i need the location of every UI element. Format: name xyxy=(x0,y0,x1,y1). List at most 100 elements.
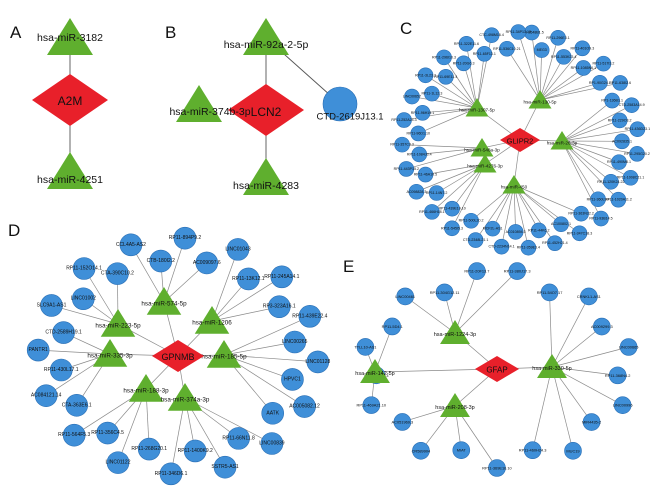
lncrna-label: RP11-120K24.22 xyxy=(597,180,624,184)
lncrna-label: RP11-295G20.2 xyxy=(624,152,650,156)
panel-letter: B xyxy=(165,23,176,42)
mirna-node xyxy=(473,154,497,173)
lncrna-label: RP11-564F5.3 xyxy=(58,432,90,438)
lncrna-label: RP11-5D4.1 xyxy=(382,324,403,329)
lncrna-node xyxy=(410,125,427,142)
network-edge xyxy=(501,184,515,247)
lncrna-label: LINC00657 xyxy=(403,95,421,99)
lncrna-node xyxy=(571,225,588,242)
lncrna-label: LINC01043 xyxy=(225,246,251,252)
lncrna-label: CTD-2583A14.9 xyxy=(619,103,645,107)
network-edge xyxy=(454,270,518,334)
lncrna-label: RP11-1008C21.1 xyxy=(617,176,645,180)
lncrna-label: RP11-638I2.6 xyxy=(609,81,631,85)
mirna-label: hsa-miR-4283 xyxy=(233,180,299,192)
network-edge xyxy=(551,366,574,451)
mirna-label: hsa-miR-142-5p xyxy=(355,371,394,377)
mirna-node xyxy=(167,383,203,411)
lncrna-label: LINC01128 xyxy=(305,359,330,365)
network-edge xyxy=(549,292,553,368)
lncrna-node xyxy=(183,439,207,463)
lncrna-node xyxy=(226,238,250,261)
lncrna-label: RP11-296E3.1 xyxy=(546,36,569,40)
lncrna-node xyxy=(484,220,501,237)
lncrna-node xyxy=(476,45,493,62)
lncrna-node xyxy=(555,49,572,65)
mirna-label: hsa-miR-574-5p xyxy=(141,301,187,308)
lncrna-label: RP11-66N11.8 xyxy=(222,435,255,441)
lncrna-label: LINC00665 xyxy=(619,345,639,350)
lncrna-node xyxy=(499,40,515,57)
network-edge xyxy=(561,128,638,142)
lncrna-label: RP11-490M8.1 xyxy=(607,160,631,164)
network-edge xyxy=(211,276,283,322)
panel-c: CTD-2548B1.5MEG3RP11-296E3.1RP11-553K23.… xyxy=(390,24,650,256)
lncrna-label: AC005082.12 xyxy=(289,404,320,410)
lncrna-label: MIR4435-2 xyxy=(582,420,601,425)
network-edge xyxy=(223,341,295,356)
lncrna-node xyxy=(260,432,284,455)
panel-letter: D xyxy=(8,221,20,240)
mirna-label: hsa-miR-130-5p xyxy=(524,100,557,105)
lncrna-node xyxy=(195,251,219,275)
lncrna-node xyxy=(106,262,129,285)
lncrna-label: PANTR1 xyxy=(28,347,48,353)
lncrna-label: RP11-152O14.1 xyxy=(66,265,102,271)
network-edge xyxy=(561,140,620,163)
network-edge xyxy=(211,249,239,322)
mirna-label: hsa-miR-450 xyxy=(501,185,528,190)
lncrna-node xyxy=(149,249,173,273)
lncrna-label: RP11-452H21.4 xyxy=(542,241,568,245)
lncrna-label: MCF2L-AS1 xyxy=(483,227,503,231)
mirna-node xyxy=(146,287,182,315)
lncrna-node xyxy=(424,85,440,102)
lncrna-label: CTA-363E6.1 xyxy=(62,402,92,408)
lncrna-label: RP11-304G12.11 xyxy=(430,290,460,295)
lncrna-label: RP11-443P15.2 xyxy=(394,167,419,171)
lncrna-node xyxy=(611,112,628,129)
lncrna-label: MUC19 xyxy=(566,448,579,453)
lncrna-node xyxy=(34,384,58,407)
lncrna-label: RP11-1084J3.4 xyxy=(407,152,432,156)
lncrna-label: RP11-13K12.1 xyxy=(232,276,265,282)
network-edge xyxy=(506,48,541,101)
lncrna-label: RP11-500L20.2 xyxy=(459,219,484,223)
network-edge xyxy=(561,100,613,142)
network-edge xyxy=(561,140,619,200)
mirna-label: hsa-miR-26-3p xyxy=(547,141,578,146)
panel-e: RP11-380J17.3RP11-54O7.17CRNKL1-AS1AC009… xyxy=(354,262,639,477)
lncrna-node xyxy=(383,317,402,336)
lncrna-label: RP11-356C4.5 xyxy=(91,430,124,436)
panel-letter: E xyxy=(343,257,354,276)
lncrna-node xyxy=(520,239,537,256)
lncrna-label: RP11-368N4.2 xyxy=(605,373,630,378)
lncrna-label: RP11-545I5.3 xyxy=(441,226,463,230)
lncrna-label: LINC00839 xyxy=(259,441,285,447)
lncrna-node xyxy=(213,455,237,479)
network-edge xyxy=(418,107,478,134)
network-edge xyxy=(532,366,553,451)
gene-node xyxy=(32,74,108,126)
mirna-label: hsa-miR-374b-3p xyxy=(169,106,250,118)
lncrna-node xyxy=(622,169,639,186)
network-edge xyxy=(561,140,599,200)
lncrna-node xyxy=(283,330,307,354)
lncrna-node xyxy=(412,441,430,460)
panel-letter-d: D xyxy=(8,221,20,240)
lncrna-node xyxy=(173,226,197,250)
lncrna-label: AC009299.3 xyxy=(591,324,613,329)
mirna-label: hsa-miR-374a-3p xyxy=(161,397,210,404)
lncrna-node xyxy=(547,235,563,251)
network-edge xyxy=(419,147,483,155)
network-edge xyxy=(405,296,456,334)
panel-letter-a: A xyxy=(10,23,22,42)
lncrna-label: RP3-323A16.1 xyxy=(263,304,296,310)
network-edge xyxy=(539,82,600,101)
lncrna-node xyxy=(270,265,294,289)
network-edge xyxy=(223,354,318,363)
lncrna-label: CTB-180I2.2 xyxy=(147,258,176,264)
network-edge xyxy=(211,306,280,322)
lncrna-node xyxy=(604,92,620,109)
lncrna-label: RP11-360L9.4 xyxy=(587,197,610,201)
